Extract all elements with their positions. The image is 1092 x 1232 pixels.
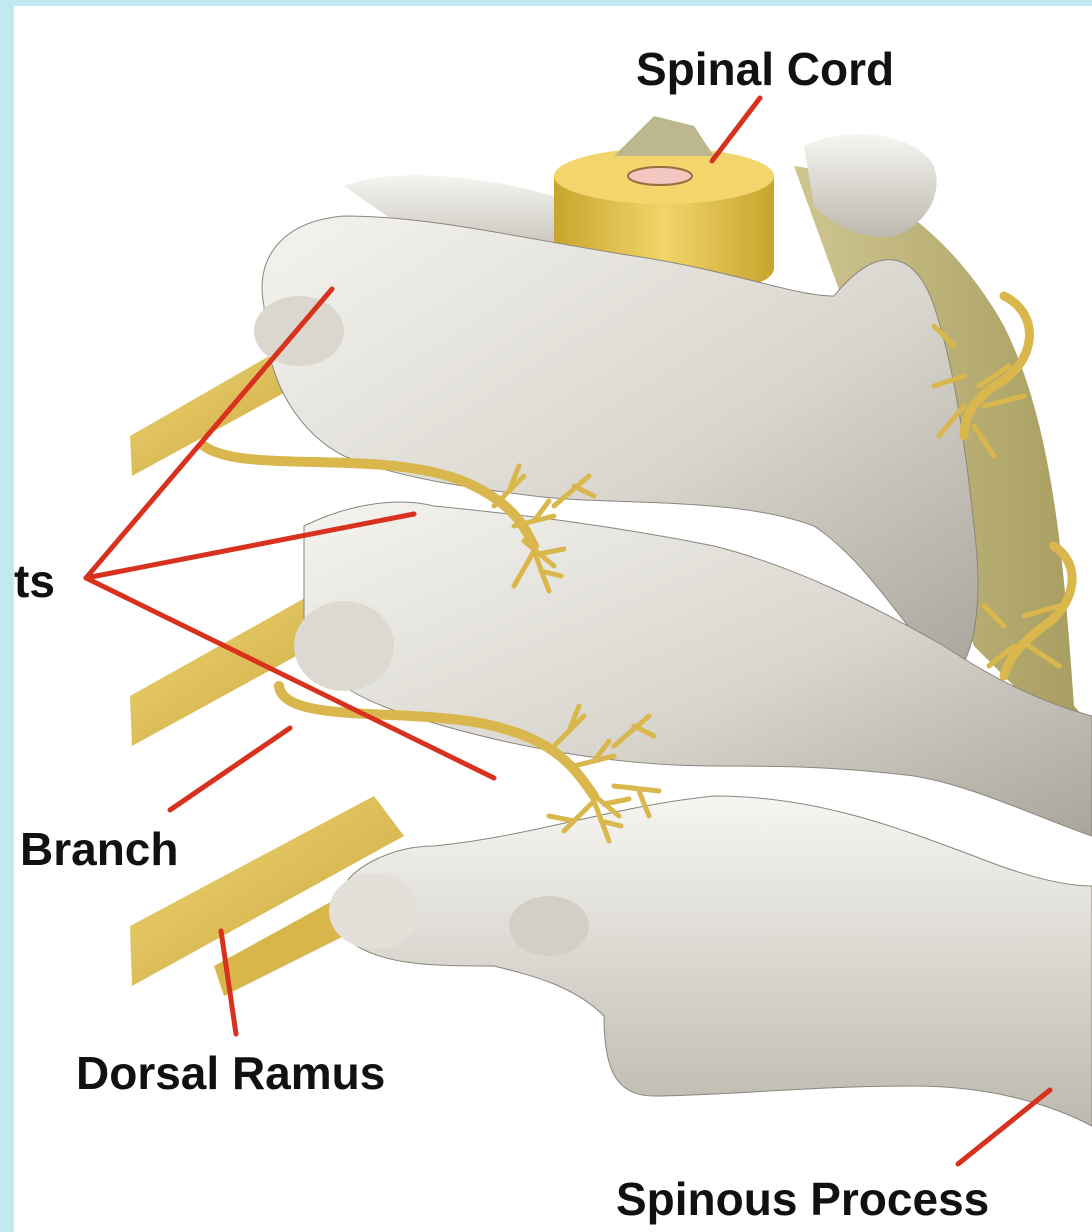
label-facet-joints-partial: ts [14, 558, 55, 604]
leader-medial-branch [170, 728, 290, 810]
leader-spinal-cord [712, 98, 760, 161]
label-medial-branch-partial: Branch [20, 826, 178, 872]
spinal-cord-center [628, 167, 692, 185]
label-spinal-cord: Spinal Cord [636, 46, 894, 92]
leader-spinous-process [958, 1090, 1050, 1164]
label-spinous-process: Spinous Process [616, 1176, 989, 1222]
label-dorsal-ramus: Dorsal Ramus [76, 1050, 385, 1096]
leader-facet-joint-upper [86, 289, 332, 578]
vertebra-c-lower [344, 796, 1092, 1126]
diagram-frame: Spinal Cord ts Branch Dorsal Ramus Spino… [14, 6, 1092, 1232]
